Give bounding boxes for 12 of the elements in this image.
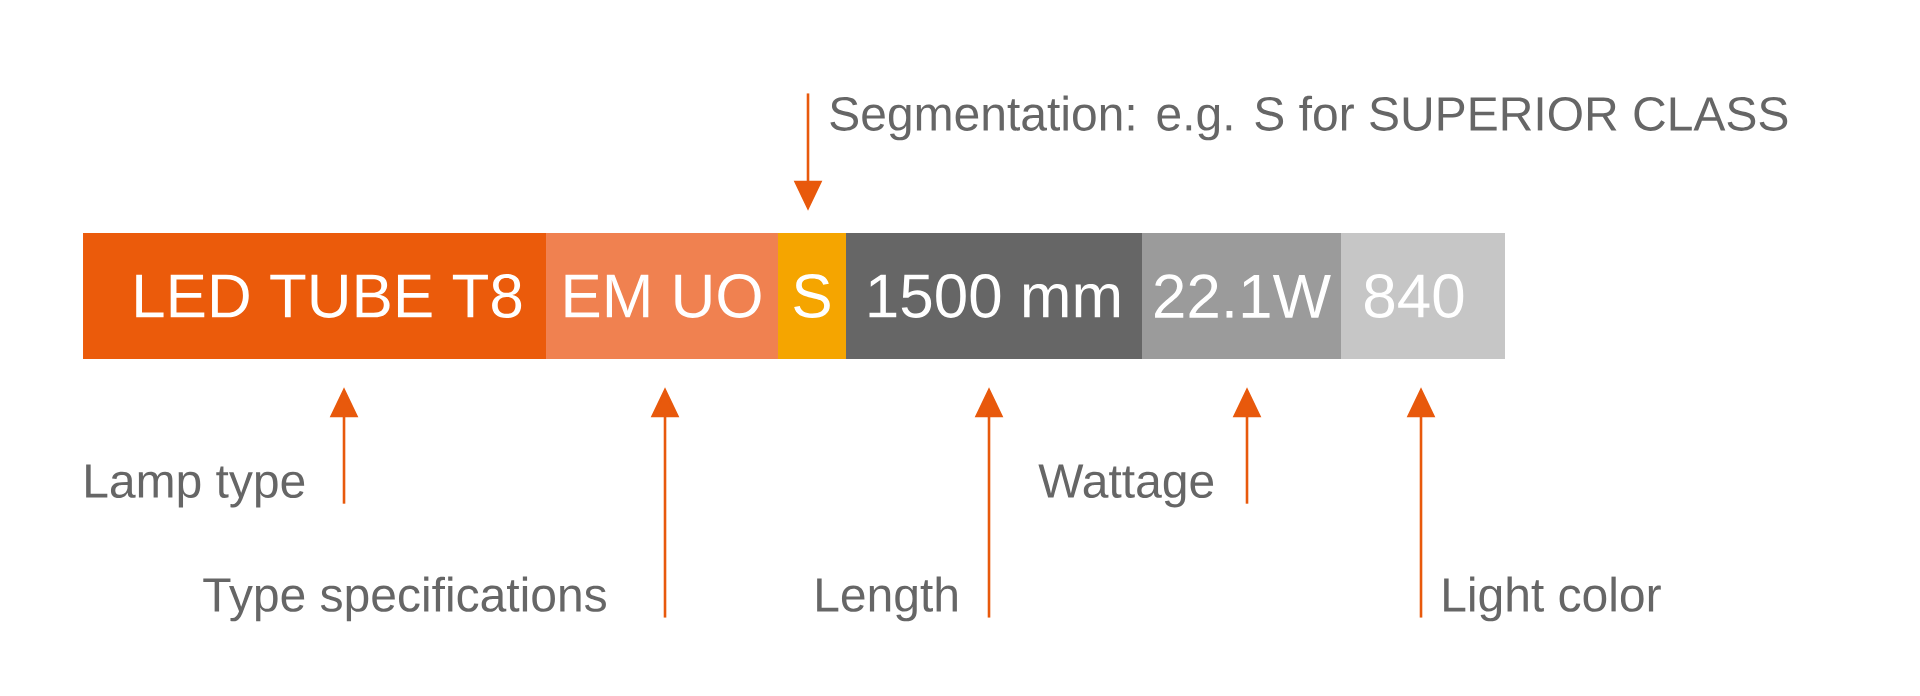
annotation-label: Segmentation: e.g. S for SUPERIOR CLASS	[830, 95, 1788, 141]
name-segment: EM UO	[546, 233, 778, 359]
annotation-label: Length	[817, 576, 957, 622]
name-segment: LED TUBE T8	[83, 233, 546, 359]
name-segment: 1500 mm	[846, 233, 1142, 359]
name-segment: 840	[1341, 233, 1505, 359]
annotation-label: Type specifications	[203, 576, 606, 622]
annotation-label: Lamp type	[86, 464, 305, 508]
name-segment: 22.1W	[1142, 233, 1341, 359]
annotation-label: Wattage	[1038, 464, 1214, 508]
name-segment: S	[778, 233, 846, 359]
annotation-label: Light color	[1444, 576, 1661, 622]
